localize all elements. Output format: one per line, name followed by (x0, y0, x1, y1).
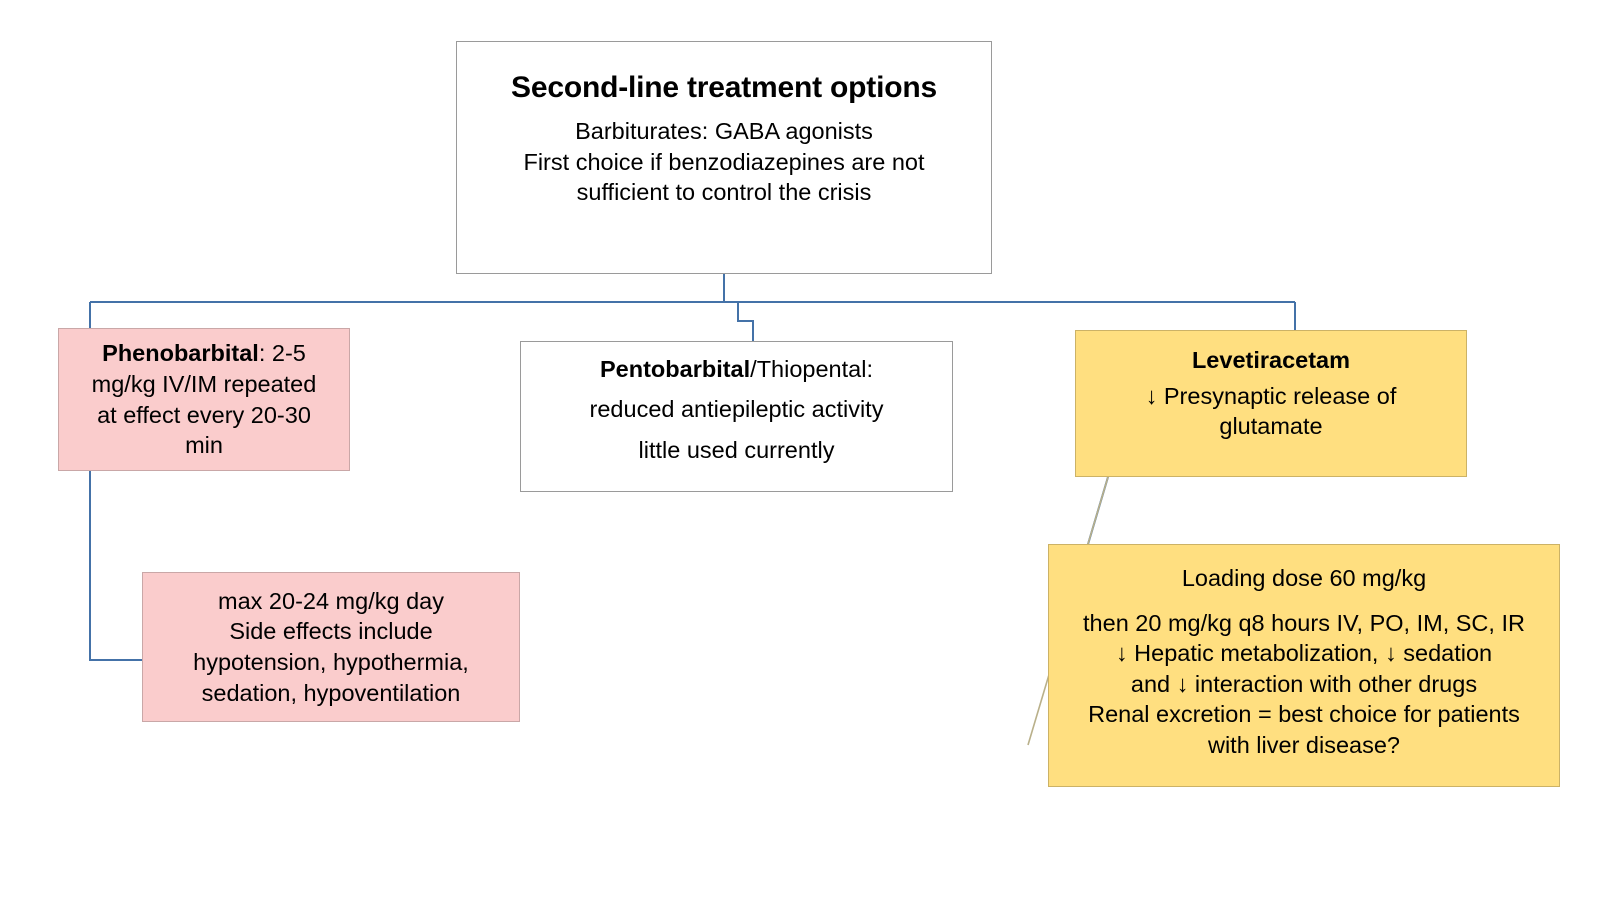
node-levetiracetam-line-2: glutamate (1219, 413, 1323, 440)
node-phenobarbital-line-1-rest: : 2-5 (258, 340, 306, 367)
node-pentobarbital-lead: Pentobarbital (600, 356, 751, 382)
node-pentobarbital-line-1: Pentobarbital/Thiopental: (521, 349, 952, 389)
node-pentobarbital-line-1-rest: /Thiopental: (750, 356, 873, 382)
connector-to-pentobarbital (737, 302, 754, 341)
node-levetiracetam-notes-line-4: and ↓ interaction with other drugs (1130, 670, 1478, 697)
node-phenobarbital-line-4: min (185, 432, 223, 459)
node-phenobarbital-notes-line-2: Side effects include (229, 618, 433, 645)
node-phenobarbital-notes-line-1: max 20-24 mg/kg day (218, 587, 444, 614)
node-levetiracetam-notes-line-6: with liver disease? (1207, 731, 1400, 758)
node-phenobarbital-lead: Phenobarbital (102, 340, 259, 367)
node-levetiracetam-notes[interactable]: Loading dose 60 mg/kg then 20 mg/kg q8 h… (1048, 544, 1560, 787)
node-phenobarbital-line-2: mg/kg IV/IM repeated (91, 370, 317, 397)
node-phenobarbital-notes-line-4: sedation, hypoventilation (201, 679, 461, 706)
node-pentobarbital-thiopental[interactable]: Pentobarbital/Thiopental: reduced antiep… (520, 341, 953, 492)
node-levetiracetam-title: Levetiracetam (1191, 347, 1351, 373)
node-levetiracetam-notes-line-5: Renal excretion = best choice for patien… (1088, 701, 1520, 728)
node-phenobarbital-line-1: Phenobarbital: 2-5 (65, 338, 343, 369)
node-pentobarbital-line-3: little used currently (638, 436, 835, 463)
node-levetiracetam-line-1: ↓ Presynaptic release of (1145, 382, 1397, 409)
node-second-line-treatment-options[interactable]: Second-line treatment options Barbiturat… (456, 41, 992, 274)
node-levetiracetam-notes-line-3: ↓ Hepatic metabolization, ↓ sedation (1115, 640, 1493, 667)
node-root-line-3: sufficient to control the crisis (576, 179, 872, 206)
node-levetiracetam[interactable]: Levetiracetam ↓ Presynaptic release of g… (1075, 330, 1467, 477)
connector-phenobarbital-to-notes (89, 471, 142, 661)
node-phenobarbital-notes-line-3: hypotension, hypothermia, (193, 649, 469, 675)
node-phenobarbital-line-3: at effect every 20-30 (97, 401, 311, 428)
node-levetiracetam-notes-line-1: Loading dose 60 mg/kg (1181, 565, 1427, 591)
node-root-line-1: Barbiturates: GABA agonists (575, 118, 873, 144)
node-root-line-2: First choice if benzodiazepines are not (523, 148, 925, 175)
node-phenobarbital-notes[interactable]: max 20-24 mg/kg day Side effects include… (142, 572, 520, 722)
node-levetiracetam-notes-line-2: then 20 mg/kg q8 hours IV, PO, IM, SC, I… (1083, 609, 1525, 636)
node-pentobarbital-line-2: reduced antiepileptic activity (589, 396, 884, 423)
node-phenobarbital[interactable]: Phenobarbital: 2-5 mg/kg IV/IM repeated … (58, 328, 350, 471)
node-root-heading: Second-line treatment options (511, 71, 937, 104)
